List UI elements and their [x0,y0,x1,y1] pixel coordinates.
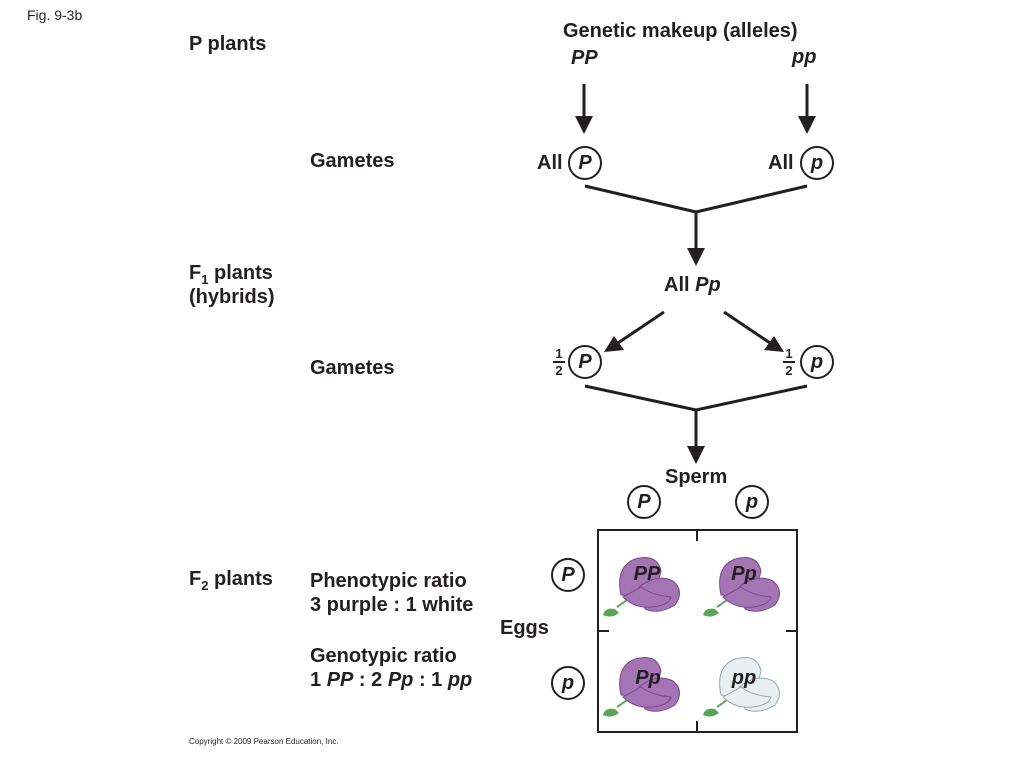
white-flower-icon [703,657,780,717]
row-label-gametes-2: Gametes [310,357,395,379]
gamete-recessive-allele-circle: p [800,146,834,180]
merge-line-right-2 [695,384,808,412]
header-genetic-makeup: Genetic makeup (alleles) [563,20,798,42]
genotypic-ratio-value: 1 PP : 2 Pp : 1 pp [310,669,473,691]
gamete-all-right-label: All [768,152,794,174]
punnett-cell-genotype: Pp [635,667,661,689]
copyright-notice: Copyright © 2009 Pearson Education, Inc. [189,737,339,746]
phenotypic-ratio-title: Phenotypic ratio [310,570,467,592]
sperm-allele-recessive: p [735,485,769,519]
gamete-half-dominant-circle: P [568,345,602,379]
merge-line-left-2 [584,384,697,412]
phenotypic-ratio-value: 3 purple : 1 white [310,594,474,616]
figure-label: Fig. 9-3b [27,7,83,23]
row-label-hybrids: (hybrids) [189,286,275,308]
split-arrow-right [723,310,771,345]
sperm-label: Sperm [665,466,728,488]
gamete-dominant-allele-circle: P [568,146,602,180]
egg-allele-recessive: p [551,666,585,700]
merge-line-right-1 [695,184,808,214]
purple-flower-icon [603,657,680,717]
gamete-half-recessive-circle: p [800,345,834,379]
parent-recessive-genotype: pp [792,46,817,68]
gamete-all-left-label: All [537,152,563,174]
row-label-f1-plants: F1 plants [189,262,273,287]
punnett-cell-genotype: pp [731,667,757,689]
row-label-p-plants: P plants [189,33,267,55]
f1-genotype-label: All Pp [664,274,721,296]
split-arrow-left [617,310,665,345]
punnett-cell-genotype: Pp [731,563,757,585]
purple-flower-icon [703,557,780,617]
eggs-label: Eggs [500,617,549,639]
punnett-cell-genotype: PP [633,563,661,585]
row-label-gametes-1: Gametes [310,150,395,172]
egg-allele-dominant: P [551,558,585,592]
parent-dominant-genotype: PP [571,47,598,69]
purple-flower-icon [603,557,680,617]
row-label-f2-plants: F2 plants [189,568,273,593]
genotypic-ratio-title: Genotypic ratio [310,645,457,667]
merge-line-left-1 [584,184,697,214]
sperm-allele-dominant: P [627,485,661,519]
